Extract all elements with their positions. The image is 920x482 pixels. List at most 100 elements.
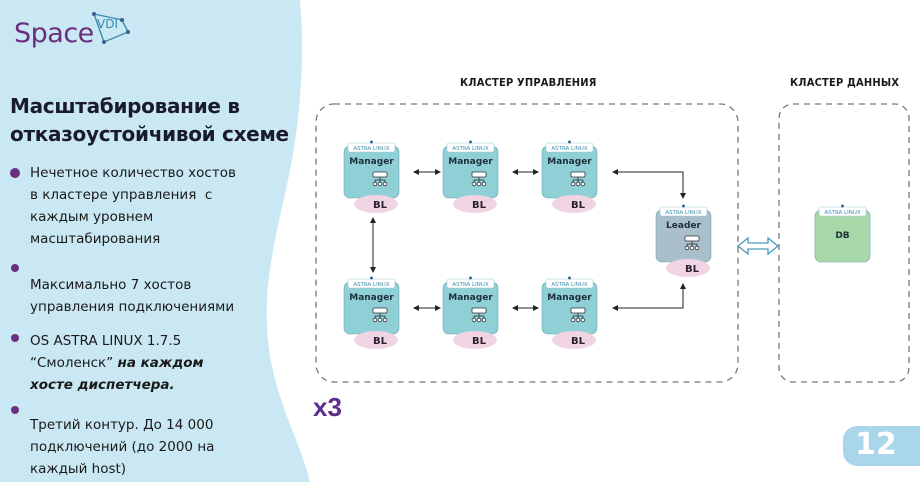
management-cluster-boundary <box>315 103 739 383</box>
network-tree-icon <box>684 235 700 251</box>
os-badge-text: ASTRA LINUX <box>353 282 390 288</box>
connector-dot-icon <box>568 140 571 144</box>
bullet-text-line: Третий контур. До 14 000 <box>30 417 214 433</box>
logo-constellation-icon <box>92 12 130 44</box>
bullet-dot-icon <box>11 406 19 414</box>
os-badge-text: ASTRA LINUX <box>665 210 702 216</box>
bullet-item: OS ASTRA LINUX 1.7.5 “Смоленск” на каждо… <box>8 330 298 396</box>
slide-title-line-1: Масштабирование в <box>10 94 240 118</box>
bullet-text-line: в кластере управления с <box>30 187 213 203</box>
connector-dot-icon <box>370 140 373 144</box>
bullet-text-line: Максимально 7 хостов <box>30 277 192 293</box>
network-tree-icon <box>471 171 487 187</box>
node-label: Manager <box>448 293 493 303</box>
bullet-dot-icon <box>10 168 20 178</box>
db-node: ASTRA LINUX DB <box>814 204 871 263</box>
cluster-sync-double-arrow-icon <box>736 236 780 256</box>
network-tree-icon <box>471 307 487 323</box>
bullet-text-emphasis: хосте диспетчера. <box>30 377 175 393</box>
balancer-label: BL <box>685 264 700 275</box>
network-tree-icon <box>372 171 388 187</box>
logo-brand-text: Space <box>14 18 94 49</box>
bullet-item: Нечетное количество хостов в кластере уп… <box>8 162 298 250</box>
connector-dot-icon <box>841 204 844 208</box>
server-body <box>541 281 598 335</box>
bullet-text-emphasis: на каждом <box>117 355 204 371</box>
connector-m6-leader <box>612 283 686 311</box>
balancer-cloud <box>666 259 710 277</box>
connector-m3-leader <box>612 169 686 199</box>
node-label: Manager <box>547 157 592 167</box>
network-tree-icon <box>570 171 586 187</box>
balancer-label: BL <box>373 200 388 211</box>
bullet-item: Третий контур. До 14 000 подключений (до… <box>8 406 298 480</box>
connector-dot-icon <box>469 140 472 144</box>
server-body <box>442 281 499 335</box>
page-number-badge: 12 <box>843 426 920 466</box>
network-tree-icon <box>372 307 388 323</box>
bullet-text-line: подключений (до 2000 на <box>30 439 215 455</box>
bullet-text-line: каждый host) <box>30 461 127 477</box>
server-body <box>541 145 598 199</box>
bullet-text-line: “Смоленск” на каждом <box>30 352 298 374</box>
node-label: Manager <box>448 157 493 167</box>
connector-dot-icon <box>370 276 373 280</box>
connector-dot-icon <box>469 276 472 280</box>
balancer-cloud <box>453 195 497 213</box>
balancer-label: BL <box>472 200 487 211</box>
os-badge-text: ASTRA LINUX <box>551 146 588 152</box>
node-label: Leader <box>666 221 701 231</box>
node-label: DB <box>835 231 849 241</box>
node-label: Manager <box>349 157 394 167</box>
server-body <box>442 145 499 199</box>
bullet-list: Нечетное количество хостов в кластере уп… <box>8 162 298 480</box>
os-badge-text: ASTRA LINUX <box>353 146 390 152</box>
node-label: Manager <box>349 293 394 303</box>
balancer-label: BL <box>571 336 586 347</box>
balancer-cloud <box>354 331 398 349</box>
bullet-dot-icon <box>11 264 19 272</box>
os-badge-text: ASTRA LINUX <box>452 282 489 288</box>
server-body <box>343 281 400 335</box>
bullet-text-line: Нечетное количество хостов <box>30 165 236 181</box>
balancer-label: BL <box>571 200 586 211</box>
node-label: Manager <box>547 293 592 303</box>
network-tree-icon <box>570 307 586 323</box>
server-body <box>343 145 400 199</box>
bullet-text-line: масштабирования <box>30 231 161 247</box>
page-number: 12 <box>855 427 897 462</box>
data-cluster-label: КЛАСТЕР ДАННЫХ <box>790 76 900 89</box>
bullet-text-plain: “Смоленск” <box>30 355 118 371</box>
balancer-cloud <box>354 195 398 213</box>
management-cluster-label: КЛАСТЕР УПРАВЛЕНИЯ <box>460 76 597 89</box>
slide-title: Масштабирование в отказоустойчивой схеме <box>10 92 300 148</box>
slide-title-line-2: отказоустойчивой схеме <box>10 122 289 146</box>
bullet-text-line: каждым уровнем <box>30 209 154 225</box>
os-badge-text: ASTRA LINUX <box>551 282 588 288</box>
balancer-cloud <box>453 331 497 349</box>
bullet-dot-icon <box>11 334 19 342</box>
server-body <box>655 209 712 263</box>
connectors <box>370 169 686 311</box>
space-vdi-logo: Space VDI <box>14 10 144 55</box>
bullet-text-line: управления подключениями <box>30 299 235 315</box>
scale-multiplier: x3 <box>313 392 342 422</box>
balancer-cloud <box>552 331 596 349</box>
connector-dot-icon <box>568 276 571 280</box>
connector-dot-icon <box>682 204 685 208</box>
os-badge-text: ASTRA LINUX <box>824 210 861 216</box>
balancer-label: BL <box>472 336 487 347</box>
balancer-cloud <box>552 195 596 213</box>
balancer-label: BL <box>373 336 388 347</box>
os-badge-text: ASTRA LINUX <box>452 146 489 152</box>
bullet-text-line: OS ASTRA LINUX 1.7.5 <box>30 333 182 349</box>
